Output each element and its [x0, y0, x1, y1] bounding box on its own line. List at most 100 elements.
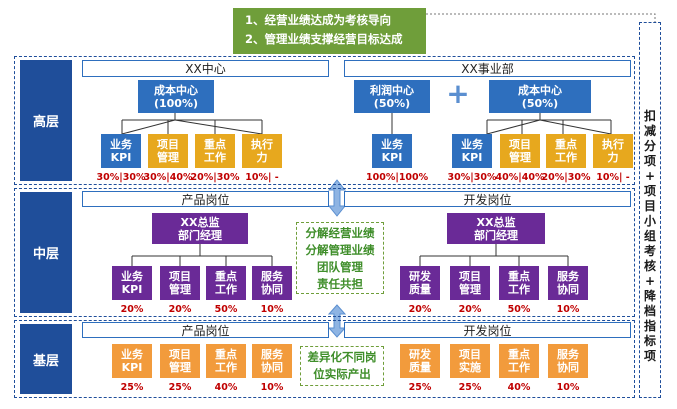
mid-right-item-2-line1: 重点	[508, 270, 530, 283]
middle-note-line-1: 分解管理业绩	[305, 243, 375, 257]
base-right-item-1-line2: 实施	[459, 361, 481, 374]
base-right-item-0-line2: 质量	[409, 361, 431, 374]
deduction-note-char-13: 档	[643, 304, 656, 318]
base-right-item-1-weight: 25%	[458, 382, 482, 393]
base-left-item-3-weight: 10%	[260, 382, 284, 393]
mid-right-item-0: 研发质量	[400, 266, 440, 300]
top-right-item-2-weight: 20%|30%	[541, 172, 591, 183]
top-left-item-0-line1: 业务	[110, 138, 132, 151]
mid-left-item-2: 重点工作	[206, 266, 246, 300]
top-left-item-1-weight: 30%|40%	[143, 172, 193, 183]
profit-center: 利润中心 (50%)	[354, 80, 430, 113]
middle-note-line-0: 分解经营业绩	[305, 226, 375, 240]
cost-center-left-weight: (100%)	[153, 96, 199, 110]
mid-left-item-2-line2: 工作	[215, 283, 237, 296]
mid-right-item-2: 重点工作	[499, 266, 539, 300]
deduction-note-char-5: 项	[643, 184, 656, 198]
top-mid-item-line1: 业务	[381, 138, 403, 151]
level-label-top: 高层	[20, 60, 72, 181]
top-left-item-3-line2: 力	[256, 151, 268, 164]
mid-right-item-1-line1: 项目	[459, 270, 481, 283]
base-right-item-2-line2: 工作	[508, 361, 530, 374]
top-left-item-0-line2: KPI	[110, 151, 132, 164]
deduction-note-char-14: 指	[643, 319, 656, 333]
middle-note-line-2: 团队管理	[317, 260, 363, 274]
top-left-item-0-weight: 30%|30%	[96, 172, 146, 183]
base-left-item-2-weight: 40%	[214, 382, 238, 393]
top-right-item-0-weight: 30%|30%	[447, 172, 497, 183]
base-right-item-3: 服务协同	[548, 344, 588, 378]
top-right-item-0-line2: KPI	[461, 151, 483, 164]
top-right-item-1: 项目管理	[500, 134, 540, 168]
deduction-note-char-1: 减	[643, 124, 656, 138]
dept-header-product-base: 产品岗位	[82, 322, 329, 338]
top-left-item-1: 项目管理	[148, 134, 188, 168]
mid-left-item-3-line2: 协同	[261, 283, 283, 296]
base-note-line-0: 差异化不同岗	[307, 350, 377, 364]
mid-right-item-1-weight: 20%	[458, 304, 482, 315]
top-left-item-3-line1: 执行	[251, 138, 273, 151]
mid-right-item-1: 项目管理	[450, 266, 490, 300]
base-left-item-1-weight: 25%	[168, 382, 192, 393]
mid-right-item-1-line2: 管理	[459, 283, 481, 296]
director-right: XX总监 部门经理	[447, 213, 545, 244]
base-right-item-0-weight: 25%	[408, 382, 432, 393]
mid-left-item-1: 项目管理	[160, 266, 200, 300]
middle-note-line-3: 责任共担	[317, 277, 363, 291]
base-left-item-3: 服务协同	[252, 344, 292, 378]
plus-icon: +	[446, 77, 470, 110]
top-right-item-2-line2: 工作	[555, 151, 577, 164]
deduction-note-char-6: 目	[643, 199, 656, 213]
dept-header-dev-base: 开发岗位	[344, 322, 631, 338]
cost-center-left: 成本中心 (100%)	[138, 80, 214, 113]
mid-right-item-2-line2: 工作	[508, 283, 530, 296]
top-right-item-3-line2: 力	[607, 151, 619, 164]
top-right-item-3: 执行力	[593, 134, 633, 168]
base-right-item-3-line2: 协同	[557, 361, 579, 374]
deduction-note-char-15: 标	[643, 334, 656, 348]
base-right-item-3-line1: 服务	[557, 348, 579, 361]
deduction-note: 扣减分项+项目小组考核+降档指标项	[639, 22, 661, 398]
top-mid-item-weight: 100%|100%	[366, 172, 429, 183]
profit-center-title: 利润中心	[370, 83, 414, 97]
base-left-item-1-line1: 项目	[169, 348, 191, 361]
deduction-note-char-9: 考	[643, 244, 656, 258]
mid-left-item-0-line1: 业务	[121, 270, 143, 283]
top-left-item-2-line1: 重点	[204, 138, 226, 151]
mid-right-item-2-weight: 50%	[507, 304, 531, 315]
deduction-note-char-8: 组	[643, 229, 656, 243]
mid-left-item-2-weight: 50%	[214, 304, 238, 315]
mid-right-item-3-weight: 10%	[556, 304, 580, 315]
dept-header-xx-center: XX中心	[82, 60, 329, 77]
banner-line-2: 2、管理业绩支撑经营目标达成	[245, 32, 403, 46]
dept-header-dev-mid: 开发岗位	[344, 191, 631, 207]
base-left-item-3-line1: 服务	[261, 348, 283, 361]
deduction-note-char-10: 核	[643, 259, 656, 273]
base-right-item-1-line1: 项目	[459, 348, 481, 361]
mid-left-item-3-line1: 服务	[261, 270, 283, 283]
mid-left-item-0-line2: KPI	[121, 283, 143, 296]
deduction-note-char-16: 项	[643, 349, 656, 363]
deduction-note-char-4: +	[644, 169, 656, 183]
base-left-item-2-line2: 工作	[215, 361, 237, 374]
cost-center-right: 成本中心 (50%)	[489, 80, 591, 113]
base-right-item-3-weight: 10%	[556, 382, 580, 393]
top-left-item-3: 执行力	[242, 134, 282, 168]
director-right-subtitle: 部门经理	[474, 228, 518, 242]
mid-left-item-0-weight: 20%	[120, 304, 144, 315]
director-right-title: XX总监	[476, 215, 516, 229]
mid-right-item-3: 服务协同	[548, 266, 588, 300]
profit-center-weight: (50%)	[373, 96, 411, 110]
top-right-item-3-weight: 10%| -	[596, 172, 630, 183]
top-left-item-1-line2: 管理	[157, 151, 179, 164]
mid-left-item-2-line1: 重点	[215, 270, 237, 283]
base-note-line-1: 位实际产出	[313, 367, 371, 381]
top-right-item-3-line1: 执行	[602, 138, 624, 151]
level-label-middle: 中层	[20, 192, 72, 313]
top-right-item-1-line1: 项目	[509, 138, 531, 151]
base-left-item-1-line2: 管理	[169, 361, 191, 374]
top-right-item-1-weight: 40%|40%	[495, 172, 545, 183]
